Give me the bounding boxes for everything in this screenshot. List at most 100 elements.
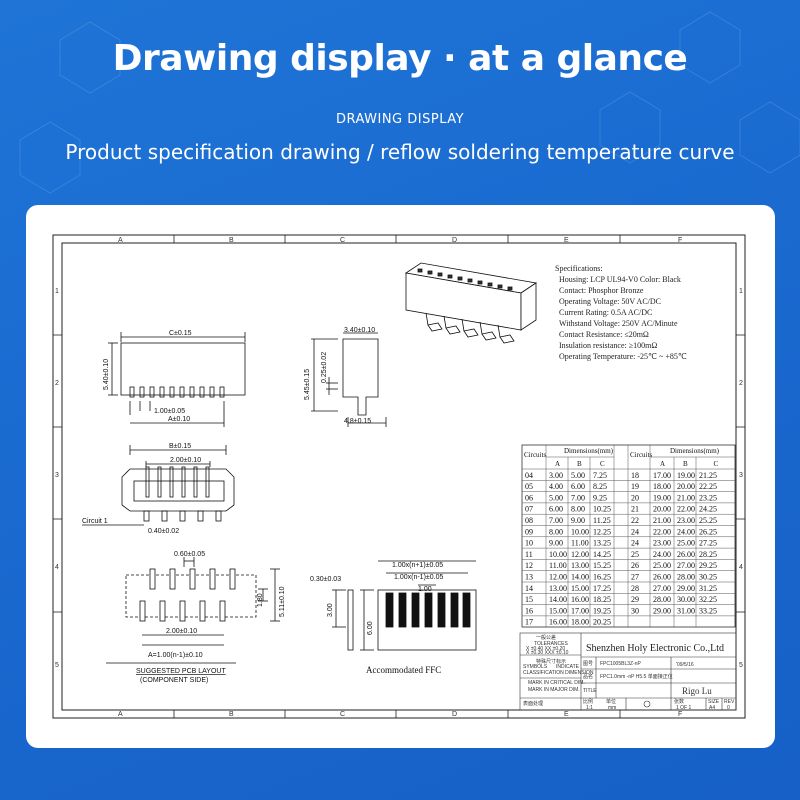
- dim-ffc1: 1.00x(n+1)±0.05: [392, 562, 443, 569]
- dim-b015: B±0.15: [169, 443, 191, 450]
- table-cell: 30.25: [699, 573, 717, 582]
- table-cell: 7.25: [593, 471, 607, 480]
- table-cell: 11.00: [549, 561, 567, 570]
- table-cell: 27.00: [677, 561, 695, 570]
- table-cell: 16.00: [571, 595, 589, 604]
- spec-voltage: Operating Voltage: 50V AC/DC: [559, 297, 661, 306]
- table-cell: 17.00: [653, 471, 671, 480]
- scale: 1:1: [586, 705, 593, 711]
- table-cell: 10: [525, 539, 533, 548]
- ffc-drawing: [332, 560, 477, 651]
- mark-major: MARK IN MAJOR DIM.: [528, 687, 580, 693]
- sheet-label: 张数: [674, 698, 684, 705]
- dim-w200: 2.00±0.10: [170, 457, 201, 464]
- table-cell: 15.00: [571, 584, 589, 593]
- table-cell: 9.25: [593, 493, 607, 502]
- specifications-block: Specifications: Housing: LCP UL94-V0 Col…: [555, 264, 687, 361]
- table-cell: 6.00: [571, 482, 585, 491]
- title-block: [519, 632, 737, 711]
- table-cell: 20.25: [593, 618, 611, 627]
- indicate: INDICATE: [556, 664, 580, 670]
- table-subheader-c-left: C: [600, 460, 605, 468]
- table-cell: 28.25: [699, 550, 717, 559]
- table-cell: 15.25: [593, 561, 611, 570]
- grid-row-5: 5: [55, 662, 59, 669]
- dim-p060: 0.60±0.05: [174, 551, 205, 558]
- table-cell: 18.00: [571, 618, 589, 627]
- table-cell: 28.00: [677, 573, 695, 582]
- table-cell: 22.00: [677, 505, 695, 514]
- table-cell: 16: [525, 606, 533, 615]
- spec-contact: Contact: Phosphor Bronze: [559, 286, 644, 295]
- drawing-card: A B C D E F A B C D E F 1 2 3 4 5 1 2 3 …: [26, 205, 775, 748]
- table-cell: 10.00: [549, 550, 567, 559]
- table-cell: 25: [631, 550, 639, 559]
- dim-c015: C±0.15: [169, 330, 192, 337]
- table-cell: 32.25: [699, 595, 717, 604]
- table-subheader-a-left: A: [555, 460, 560, 468]
- size-label: SIZE: [708, 699, 720, 705]
- table-cell: 09: [525, 527, 533, 536]
- grid-col-c: C: [340, 237, 345, 244]
- table-cell: 12.25: [593, 527, 611, 536]
- table-cell: 18.00: [653, 482, 671, 491]
- table-cell: 20.00: [653, 505, 671, 514]
- grid-col-f-bottom: F: [678, 711, 682, 718]
- dim-t040: 0.40±0.02: [148, 528, 179, 535]
- dim-h180: 1.80: [257, 593, 264, 607]
- spec-contact-resistance: Contact Resistance: ≤20mΩ: [559, 330, 649, 339]
- table-cell: 13.25: [593, 539, 611, 548]
- hero-description: Product specification drawing / reflow s…: [65, 140, 735, 164]
- table-cell: 29: [631, 595, 639, 604]
- grid-row-1-right: 1: [739, 288, 743, 295]
- table-cell: 25.00: [677, 539, 695, 548]
- table-cell: 26.00: [653, 573, 671, 582]
- table-cell: 28: [631, 584, 639, 593]
- table-cell: 13.00: [571, 561, 589, 570]
- table-header-dimensions-left: Dimensions(mm): [564, 447, 614, 455]
- table-cell: 24.00: [653, 550, 671, 559]
- rev-label: REV: [724, 699, 735, 705]
- pcb-layout-title: SUGGESTED PCB LAYOUT: [136, 668, 226, 675]
- table-cell: 8.00: [549, 527, 563, 536]
- table-header-circuits-left: Circuits: [524, 451, 546, 459]
- table-cell: 29.00: [653, 606, 671, 615]
- unit: mm: [608, 705, 616, 711]
- table-cell: 5.00: [571, 471, 585, 480]
- table-cell: 13: [525, 573, 533, 582]
- table-cell: 20: [631, 493, 639, 502]
- symbols: SYMBOLS: [523, 664, 548, 670]
- table-cell: 12.00: [549, 573, 567, 582]
- table-cell: 27.00: [653, 584, 671, 593]
- grid-row-3-right: 3: [739, 472, 743, 479]
- table-cell: 24.00: [677, 527, 695, 536]
- table-header-dimensions-right: Dimensions(mm): [670, 447, 720, 455]
- pcb-layout: [106, 557, 280, 664]
- dim-h511: 5.11±0.10: [279, 586, 286, 617]
- grid-row-4: 4: [55, 564, 59, 571]
- grid-row-2-right: 2: [739, 380, 743, 387]
- dim-w480: 4.8±0.15: [344, 418, 371, 425]
- table-subheader-c-right: C: [714, 460, 719, 468]
- table-cell: 06: [525, 493, 533, 502]
- engineering-drawing: A B C D E F A B C D E F 1 2 3 4 5 1 2 3 …: [52, 234, 746, 719]
- classification: CLASSIFICATION DIMENSION: [523, 670, 594, 676]
- dim-ffc6: 6.00: [367, 621, 374, 635]
- specifications-title: Specifications:: [555, 264, 603, 273]
- date: '09/5/16: [676, 662, 694, 668]
- title-en: TITLE: [583, 688, 597, 694]
- symbols-cn: 特殊尺寸标示: [536, 658, 566, 665]
- table-cell: 11.00: [571, 539, 589, 548]
- scale-label: 比例: [583, 698, 593, 705]
- company-name: Shenzhen Holy Electronic Co.,Ltd: [586, 643, 724, 654]
- side-view: [311, 332, 387, 427]
- table-cell: 26: [631, 561, 639, 570]
- table-subheader-a-right: A: [660, 460, 665, 468]
- dimensions-table: Circuits Dimensions(mm) Circuits Dimensi…: [521, 444, 736, 628]
- table-cell: 24: [631, 539, 639, 548]
- table-cell: 17: [525, 618, 533, 627]
- table-cell: 23.00: [677, 516, 695, 525]
- table-cell: 21.00: [677, 493, 695, 502]
- table-cell: 23.00: [653, 539, 671, 548]
- table-cell: 14.25: [593, 550, 611, 559]
